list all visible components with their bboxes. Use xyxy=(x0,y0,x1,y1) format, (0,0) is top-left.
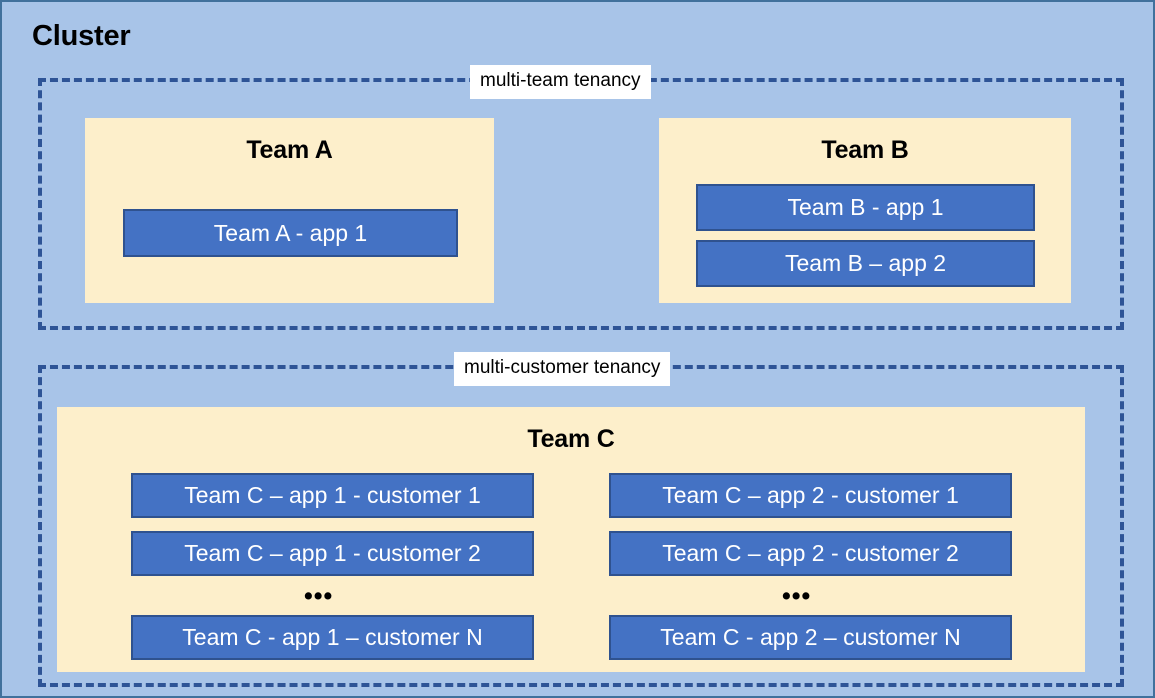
ellipsis-team-c-app-2: ••• xyxy=(782,582,812,610)
app-box-team-b-app-2[interactable]: Team B – app 2 xyxy=(696,240,1035,287)
page-title: Cluster xyxy=(32,20,131,52)
app-box-team-c-app-1-customer-2[interactable]: Team C – app 1 - customer 2 xyxy=(131,531,534,576)
ellipsis-team-c-app-1: ••• xyxy=(304,582,334,610)
team-title-team-c: Team C xyxy=(527,425,615,453)
tenancy-label-multi-customer: multi-customer tenancy xyxy=(454,352,671,386)
team-title-team-a: Team A xyxy=(246,136,333,164)
team-title-team-b: Team B xyxy=(821,136,909,164)
app-box-team-c-app-1-customer-n[interactable]: Team C - app 1 – customer N xyxy=(131,615,534,660)
app-box-team-c-app-2-customer-2[interactable]: Team C – app 2 - customer 2 xyxy=(609,531,1012,576)
app-box-team-b-app-1[interactable]: Team B - app 1 xyxy=(696,184,1035,231)
app-box-team-c-app-2-customer-n[interactable]: Team C - app 2 – customer N xyxy=(609,615,1012,660)
app-box-team-a-app-1[interactable]: Team A - app 1 xyxy=(123,209,458,257)
app-box-team-c-app-1-customer-1[interactable]: Team C – app 1 - customer 1 xyxy=(131,473,534,518)
tenancy-label-multi-team: multi-team tenancy xyxy=(470,65,651,99)
app-box-team-c-app-2-customer-1[interactable]: Team C – app 2 - customer 1 xyxy=(609,473,1012,518)
